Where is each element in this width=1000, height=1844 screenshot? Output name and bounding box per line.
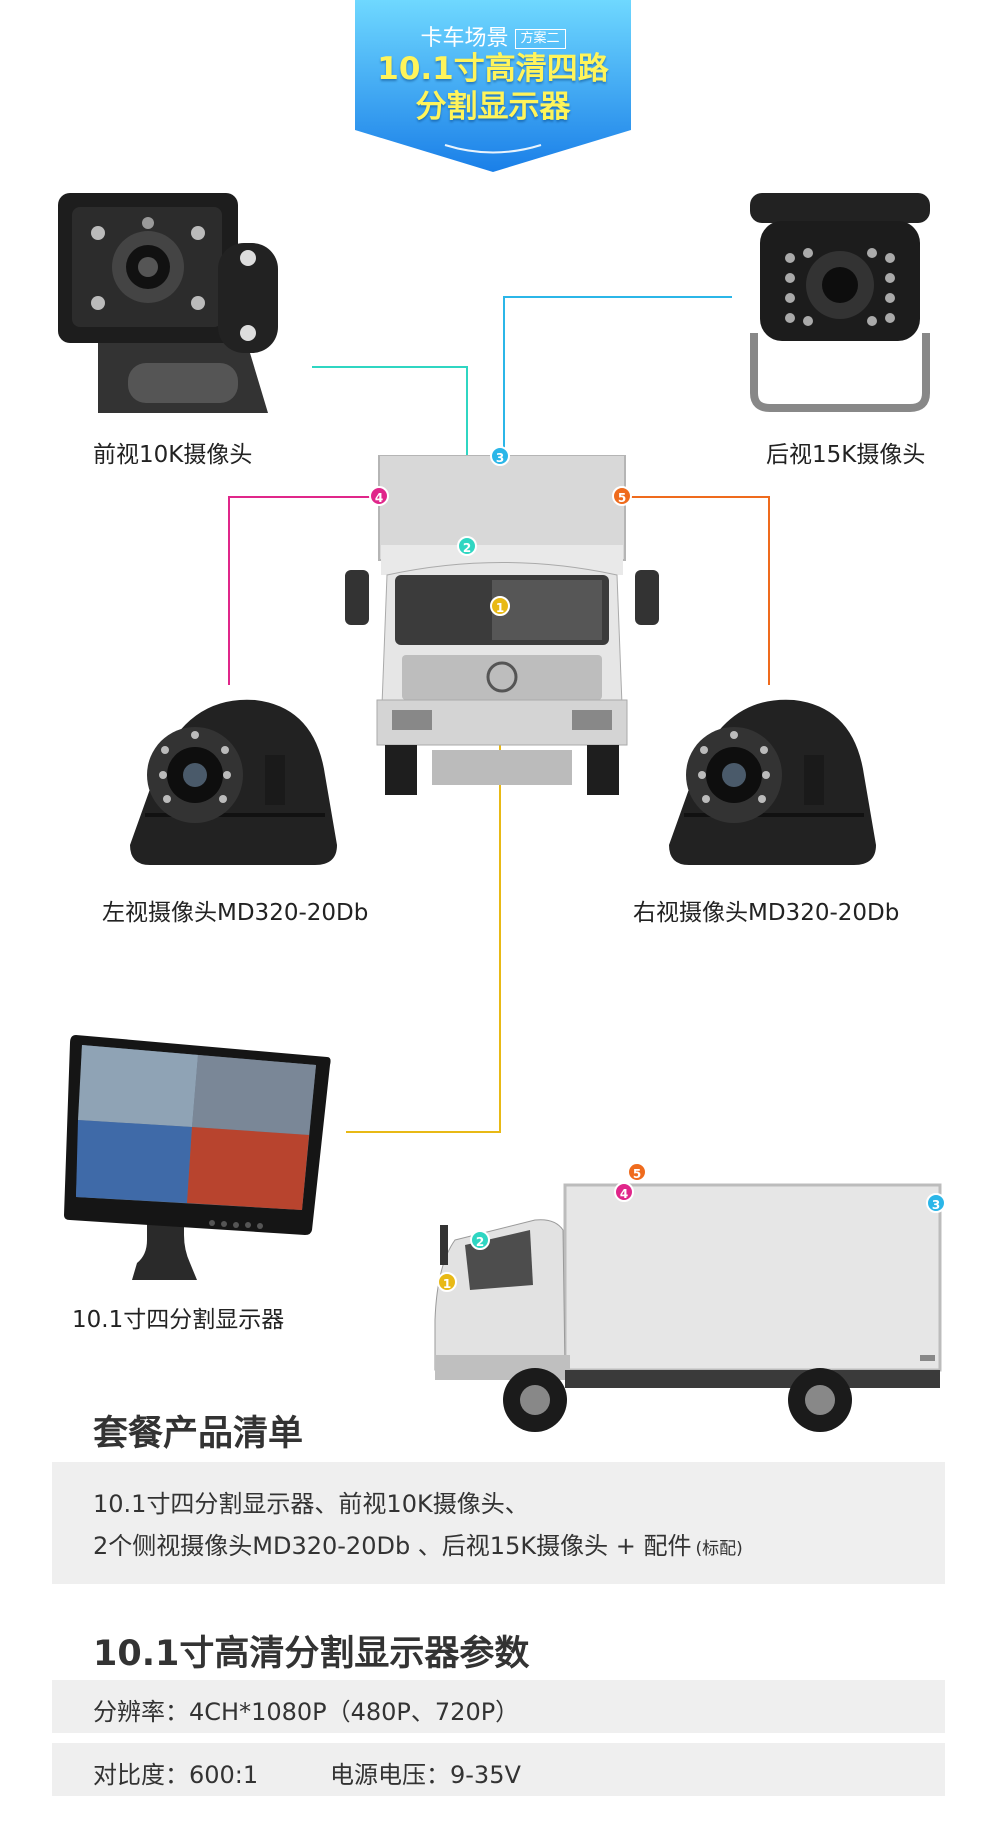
spec-resolution: 分辨率：4CH*1080P（480P、720P） [93, 1698, 520, 1726]
monitor-image [64, 1035, 331, 1280]
monitor-label: 10.1寸四分割显示器 [72, 1307, 285, 1333]
scene-text: 卡车场景 [420, 26, 509, 51]
package-note: (标配) [695, 1539, 743, 1559]
marker-2-front: 2 [457, 536, 477, 556]
front-camera-label: 前视10K摄像头 [93, 442, 253, 468]
spec-contrast: 对比度：600:1 [93, 1761, 259, 1789]
spec-power: 电源电压：9-35V [330, 1761, 521, 1789]
package-title: 套餐产品清单 [93, 1414, 304, 1454]
marker-1-side: 1 [437, 1272, 457, 1292]
truck-side-image [434, 1183, 942, 1432]
header-title: 10.1寸高清四路 分割显示器 [355, 50, 631, 126]
plan-tag: 方案二 [514, 29, 566, 49]
front-camera-image [58, 193, 278, 413]
specs-title: 10.1寸高清分割显示器参数 [93, 1634, 530, 1674]
spec-row-2 [52, 1743, 945, 1796]
package-line-2-text: 2个侧视摄像头MD320-20Db 、后视15K摄像头 + 配件 [93, 1532, 692, 1560]
package-box [52, 1462, 945, 1584]
marker-5-side: 5 [627, 1162, 647, 1182]
rear-camera-image [750, 193, 930, 412]
title-line-2: 分割显示器 [415, 89, 571, 125]
marker-5-front: 5 [612, 486, 632, 506]
spec-row-1 [52, 1680, 945, 1733]
marker-3-front: 3 [490, 446, 510, 466]
right-camera-image [669, 699, 876, 865]
header-badge [355, 0, 631, 172]
marker-4-side: 4 [614, 1182, 634, 1202]
package-line-2: 2个侧视摄像头MD320-20Db 、后视15K摄像头 + 配件(标配) [93, 1526, 743, 1561]
marker-3-side: 3 [926, 1193, 946, 1213]
header-scene: 卡车场景方案二 [355, 20, 631, 52]
marker-1-front: 1 [490, 596, 510, 616]
marker-4-front: 4 [369, 486, 389, 506]
truck-front-image [345, 455, 659, 795]
package-line-1: 10.1寸四分割显示器、前视10K摄像头、 [93, 1490, 529, 1518]
right-camera-label: 右视摄像头MD320-20Db [633, 900, 900, 926]
rear-camera-label: 后视15K摄像头 [766, 442, 926, 468]
left-camera-image [130, 699, 337, 865]
marker-2-side: 2 [470, 1230, 490, 1250]
title-line-1: 10.1寸高清四路 [377, 51, 609, 87]
left-camera-label: 左视摄像头MD320-20Db [102, 900, 369, 926]
